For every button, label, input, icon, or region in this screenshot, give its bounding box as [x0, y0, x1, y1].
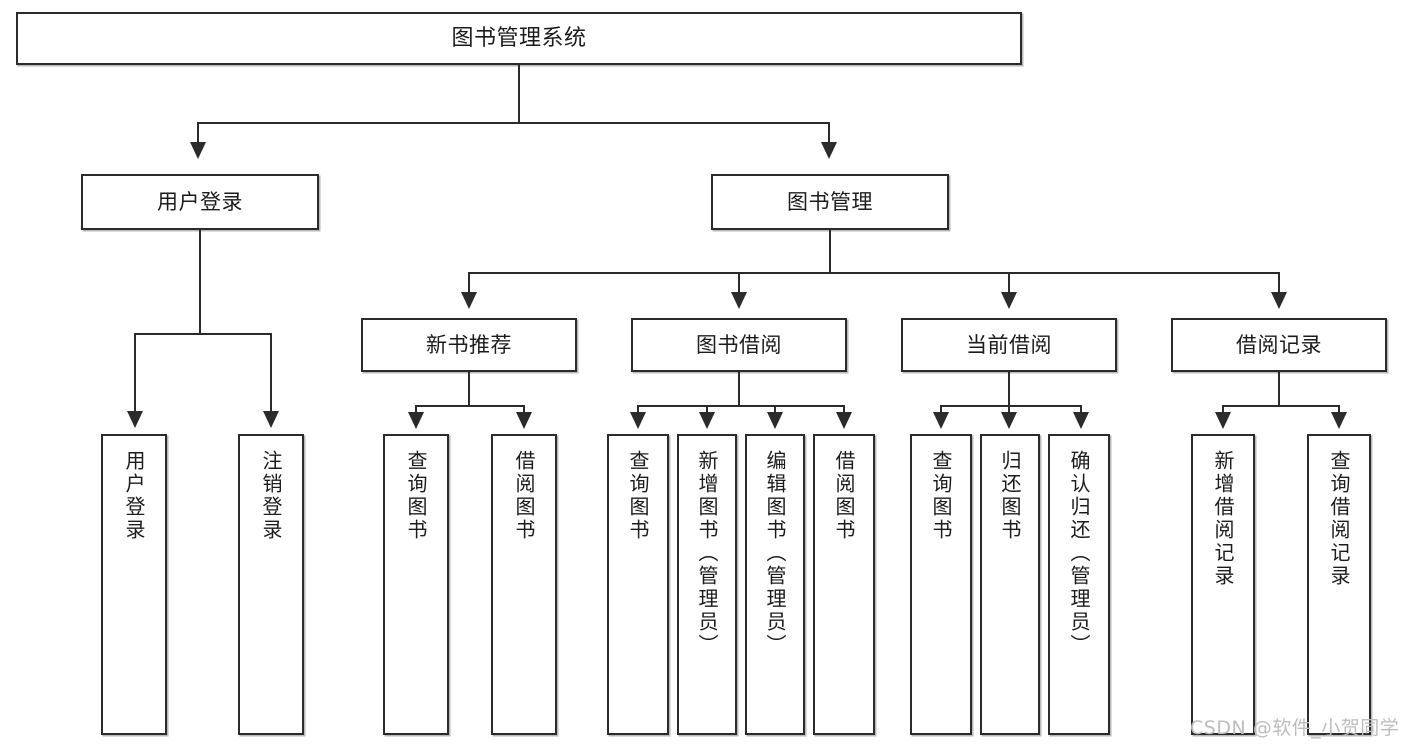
connector-book-borrow-drop-4	[843, 405, 845, 414]
arrow-to-borrow-book-2	[836, 412, 852, 429]
node-book-management[interactable]: 图书管理	[711, 174, 949, 230]
connector-borrow-records-drop-2	[1338, 405, 1340, 414]
connector-borrow-records-drop-1	[1222, 405, 1224, 414]
node-current-borrow[interactable]: 当前借阅	[901, 318, 1117, 372]
connector-level2-drop-1	[468, 272, 470, 294]
node-label: 图书管理系统	[451, 25, 587, 51]
arrow-to-logout-leaf	[263, 411, 279, 428]
leaf-logout[interactable]: 注销登录	[238, 434, 304, 735]
node-label: 新书推荐	[426, 332, 512, 357]
arrow-to-return-book	[1001, 412, 1017, 429]
connector-level1-drop-left	[197, 122, 199, 144]
connector-book-borrow-bar	[637, 405, 845, 407]
node-label: 新增借阅记录	[1211, 450, 1235, 588]
node-label: 图书借阅	[696, 332, 782, 357]
connector-user-login-drop-1	[134, 333, 136, 413]
node-label: 查询借阅记录	[1327, 450, 1351, 588]
arrow-to-book-borrow	[731, 292, 747, 309]
connector-book-borrow-stem	[738, 372, 740, 406]
connector-user-login-drop-2	[270, 333, 272, 413]
connector-user-login-bar	[134, 333, 272, 335]
connector-current-borrow-drop-3	[1080, 405, 1082, 414]
arrow-to-borrow-book-1	[516, 412, 532, 429]
node-label: 用户登录	[157, 189, 243, 214]
connector-book-mgmt-stem	[829, 230, 831, 273]
arrow-to-add-book	[699, 412, 715, 429]
connector-new-book-drop-2	[523, 405, 525, 414]
leaf-add-borrow-record[interactable]: 新增借阅记录	[1191, 434, 1255, 735]
node-borrow-records[interactable]: 借阅记录	[1171, 318, 1387, 372]
node-label: 用户登录	[122, 450, 146, 542]
connector-current-borrow-bar	[940, 405, 1082, 407]
leaf-add-book-admin[interactable]: 新增图书（管理员）	[677, 434, 737, 735]
leaf-edit-book-admin[interactable]: 编辑图书（管理员）	[745, 434, 805, 735]
node-label: 借阅图书	[832, 450, 856, 542]
node-book-borrow[interactable]: 图书借阅	[631, 318, 847, 372]
connector-level2-drop-2	[738, 272, 740, 294]
arrow-to-user-login-leaf	[127, 411, 143, 428]
node-new-book-recommend[interactable]: 新书推荐	[361, 318, 577, 372]
arrow-to-borrow-records	[1271, 292, 1287, 309]
connector-book-borrow-drop-3	[774, 405, 776, 414]
leaf-query-borrow-record[interactable]: 查询借阅记录	[1307, 434, 1371, 735]
connector-level1-bar	[197, 122, 830, 124]
node-root-system[interactable]: 图书管理系统	[16, 12, 1022, 65]
arrow-to-add-borrow-record	[1215, 412, 1231, 429]
node-label: 图书管理	[787, 189, 873, 214]
connector-level2-bar	[468, 272, 1280, 274]
connector-new-book-stem	[468, 372, 470, 406]
node-label: 查询图书	[626, 450, 650, 542]
leaf-confirm-return-admin[interactable]: 确认归还（管理员）	[1048, 434, 1110, 735]
node-label: 确认归还（管理员）	[1067, 450, 1091, 657]
connector-new-book-drop-1	[415, 405, 417, 414]
arrow-to-edit-book	[767, 412, 783, 429]
connector-level2-drop-4	[1278, 272, 1280, 294]
arrow-to-query-book-3	[933, 412, 949, 429]
connector-root-stem	[518, 65, 520, 123]
connector-book-borrow-drop-1	[637, 405, 639, 414]
connector-borrow-records-stem	[1278, 372, 1280, 406]
arrow-to-confirm-return	[1073, 412, 1089, 429]
node-label: 注销登录	[259, 450, 283, 542]
arrow-to-new-book-recommend	[461, 292, 477, 309]
leaf-query-book-borrow[interactable]: 查询图书	[607, 434, 669, 735]
node-label: 借阅图书	[512, 450, 536, 542]
connector-new-book-bar	[415, 405, 525, 407]
connector-level2-drop-3	[1008, 272, 1010, 294]
node-label: 查询图书	[929, 450, 953, 542]
arrow-to-current-borrow	[1001, 292, 1017, 309]
leaf-query-book-recommend[interactable]: 查询图书	[383, 434, 449, 735]
node-user-login[interactable]: 用户登录	[81, 174, 319, 230]
connector-user-login-stem	[199, 230, 201, 334]
connector-level1-drop-right	[828, 122, 830, 144]
node-label: 编辑图书（管理员）	[763, 450, 787, 657]
connector-current-borrow-drop-1	[940, 405, 942, 414]
connector-current-borrow-stem	[1008, 372, 1010, 406]
leaf-borrow-book-recommend[interactable]: 借阅图书	[491, 434, 557, 735]
arrow-to-user-login	[190, 142, 206, 159]
leaf-query-book-current[interactable]: 查询图书	[910, 434, 972, 735]
leaf-return-book[interactable]: 归还图书	[980, 434, 1040, 735]
leaf-borrow-book[interactable]: 借阅图书	[813, 434, 875, 735]
node-label: 新增图书（管理员）	[695, 450, 719, 657]
connector-book-borrow-drop-2	[706, 405, 708, 414]
node-label: 查询图书	[404, 450, 428, 542]
arrow-to-query-borrow-record	[1331, 412, 1347, 429]
node-label: 借阅记录	[1236, 332, 1322, 357]
connector-current-borrow-drop-2	[1008, 405, 1010, 414]
leaf-user-login[interactable]: 用户登录	[101, 434, 167, 735]
node-label: 当前借阅	[966, 332, 1052, 357]
node-label: 归还图书	[998, 450, 1022, 542]
arrow-to-query-book-1	[408, 412, 424, 429]
connector-borrow-records-bar	[1222, 405, 1340, 407]
arrow-to-book-management	[821, 142, 837, 159]
arrow-to-query-book-2	[630, 412, 646, 429]
